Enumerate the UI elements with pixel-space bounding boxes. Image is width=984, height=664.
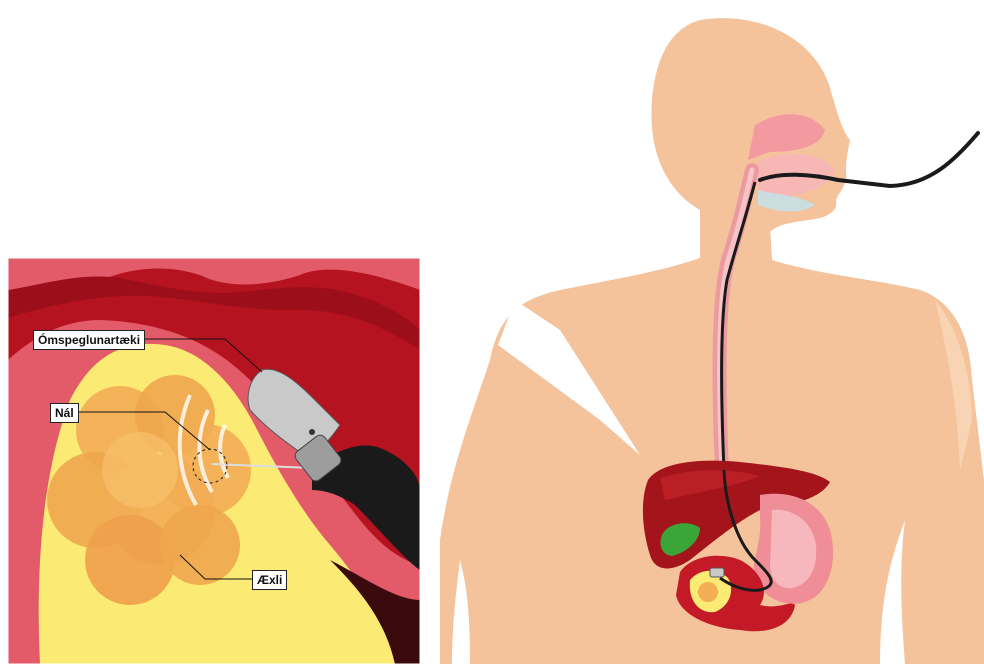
human-torso [440, 18, 984, 664]
label-probe: Ómspeglunartæki [33, 330, 145, 350]
inset-closeup [8, 258, 420, 664]
label-needle: Nál [50, 403, 79, 423]
pancreatic-tumor-small [698, 582, 718, 602]
probe-small [710, 568, 724, 577]
label-tumor: Æxli [252, 570, 287, 590]
probe-button [309, 429, 315, 435]
